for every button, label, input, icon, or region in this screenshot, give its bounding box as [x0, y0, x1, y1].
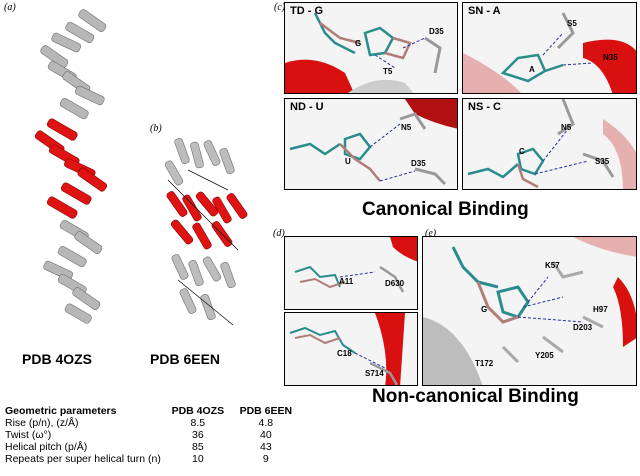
table-row: Helical pitch (p/Å) 85 43 — [2, 441, 300, 453]
panel-large-g-image — [423, 237, 636, 385]
panel-label-d: (d) — [273, 228, 285, 239]
helix-4ozs-image — [34, 9, 108, 324]
table-cell: 4.8 — [258, 417, 274, 429]
table-cell: 8.5 — [190, 417, 206, 429]
residue-label: K57 — [545, 261, 560, 270]
residue-label: T5 — [383, 67, 393, 76]
residue-label: D35 — [411, 159, 426, 168]
residue-label: D630 — [385, 279, 405, 288]
table-cell: Helical pitch (p/Å) — [5, 441, 88, 453]
table-cell: 85 — [192, 441, 204, 453]
panel-sn-a-image — [463, 12, 636, 93]
panel-nd-u-title: ND - U — [290, 101, 324, 113]
panel-c18-s714: C18 S714 — [284, 312, 418, 386]
residue-label: N5 — [561, 123, 572, 132]
table-header-cell: Geometric parameters — [5, 405, 117, 417]
structure-label-4ozs: PDB 4OZS — [22, 351, 93, 367]
panel-label-a: (a) — [4, 2, 16, 13]
table-row: Rise (p/n), (z/Å) 8.5 4.8 — [2, 417, 300, 429]
residue-label: Y205 — [535, 351, 554, 360]
table-header-row: Geometric parameters PDB 4OZS PDB 6EEN — [2, 405, 300, 417]
helix-6een-image — [164, 137, 248, 326]
panel-label-b: (b) — [150, 123, 162, 134]
panel-large-g: K57 H97 G D203 Y205 T172 — [422, 236, 637, 386]
residue-label: C18 — [337, 349, 352, 358]
panel-a11-d630-image — [294, 237, 417, 293]
residue-label: N35 — [603, 53, 618, 62]
residue-label: D35 — [429, 27, 444, 36]
panel-label-c: (c) — [274, 2, 286, 13]
table-cell: 43 — [260, 441, 272, 453]
table-cell: 40 — [260, 429, 272, 441]
panel-nd-u: ND - U N5 U D35 — [284, 98, 458, 190]
panel-td-g-title: TD - G — [290, 5, 323, 17]
residue-label: G — [355, 39, 362, 48]
panel-nd-u-image — [289, 99, 457, 186]
residue-label: S5 — [567, 19, 577, 28]
table-header-cell: PDB 4OZS — [171, 405, 225, 417]
residue-label: N5 — [401, 123, 412, 132]
table-row: Twist (ω°) 36 40 — [2, 429, 300, 441]
panel-sn-a: SN - A S5 N35 A — [462, 2, 637, 94]
panel-a11-d630: A11 D630 — [284, 236, 418, 310]
residue-label: D203 — [573, 323, 593, 332]
residue-label: U — [345, 157, 351, 166]
table-cell: Rise (p/n), (z/Å) — [5, 417, 79, 429]
residue-label: S714 — [365, 369, 384, 378]
panel-ns-c-title: NS - C — [468, 101, 501, 113]
residue-label: A — [529, 65, 535, 74]
canonical-binding-heading: Canonical Binding — [362, 199, 529, 220]
residue-label: T172 — [475, 359, 494, 368]
panel-sn-a-title: SN - A — [468, 5, 501, 17]
table-cell: Twist (ω°) — [5, 429, 52, 441]
table-cell: 36 — [192, 429, 204, 441]
residue-label: G — [481, 305, 488, 314]
panel-ns-c-image — [467, 99, 636, 189]
table-cell: 10 — [192, 453, 204, 465]
residue-label: C — [519, 147, 525, 156]
panel-c18-s714-image — [289, 313, 405, 385]
panel-td-g-image — [285, 12, 442, 93]
panel-td-g: TD - G G D35 T5 — [284, 2, 458, 94]
noncanonical-binding-heading: Non-canonical Binding — [372, 386, 579, 407]
structure-label-6een: PDB 6EEN — [150, 351, 221, 367]
table-cell: Repeats per super helical turn (n) — [5, 453, 161, 465]
table-row: Repeats per super helical turn (n) 10 9 — [2, 453, 300, 465]
residue-label: H97 — [593, 305, 608, 314]
panel-ns-c: NS - C N5 C S35 — [462, 98, 637, 190]
table-cell: 9 — [262, 453, 269, 465]
residue-label: A11 — [339, 277, 354, 286]
table-header-cell: PDB 6EEN — [239, 405, 293, 417]
geometric-parameters-table: Geometric parameters PDB 4OZS PDB 6EEN R… — [2, 405, 300, 465]
panel-label-e: (e) — [425, 228, 437, 239]
residue-label: S35 — [595, 157, 610, 166]
